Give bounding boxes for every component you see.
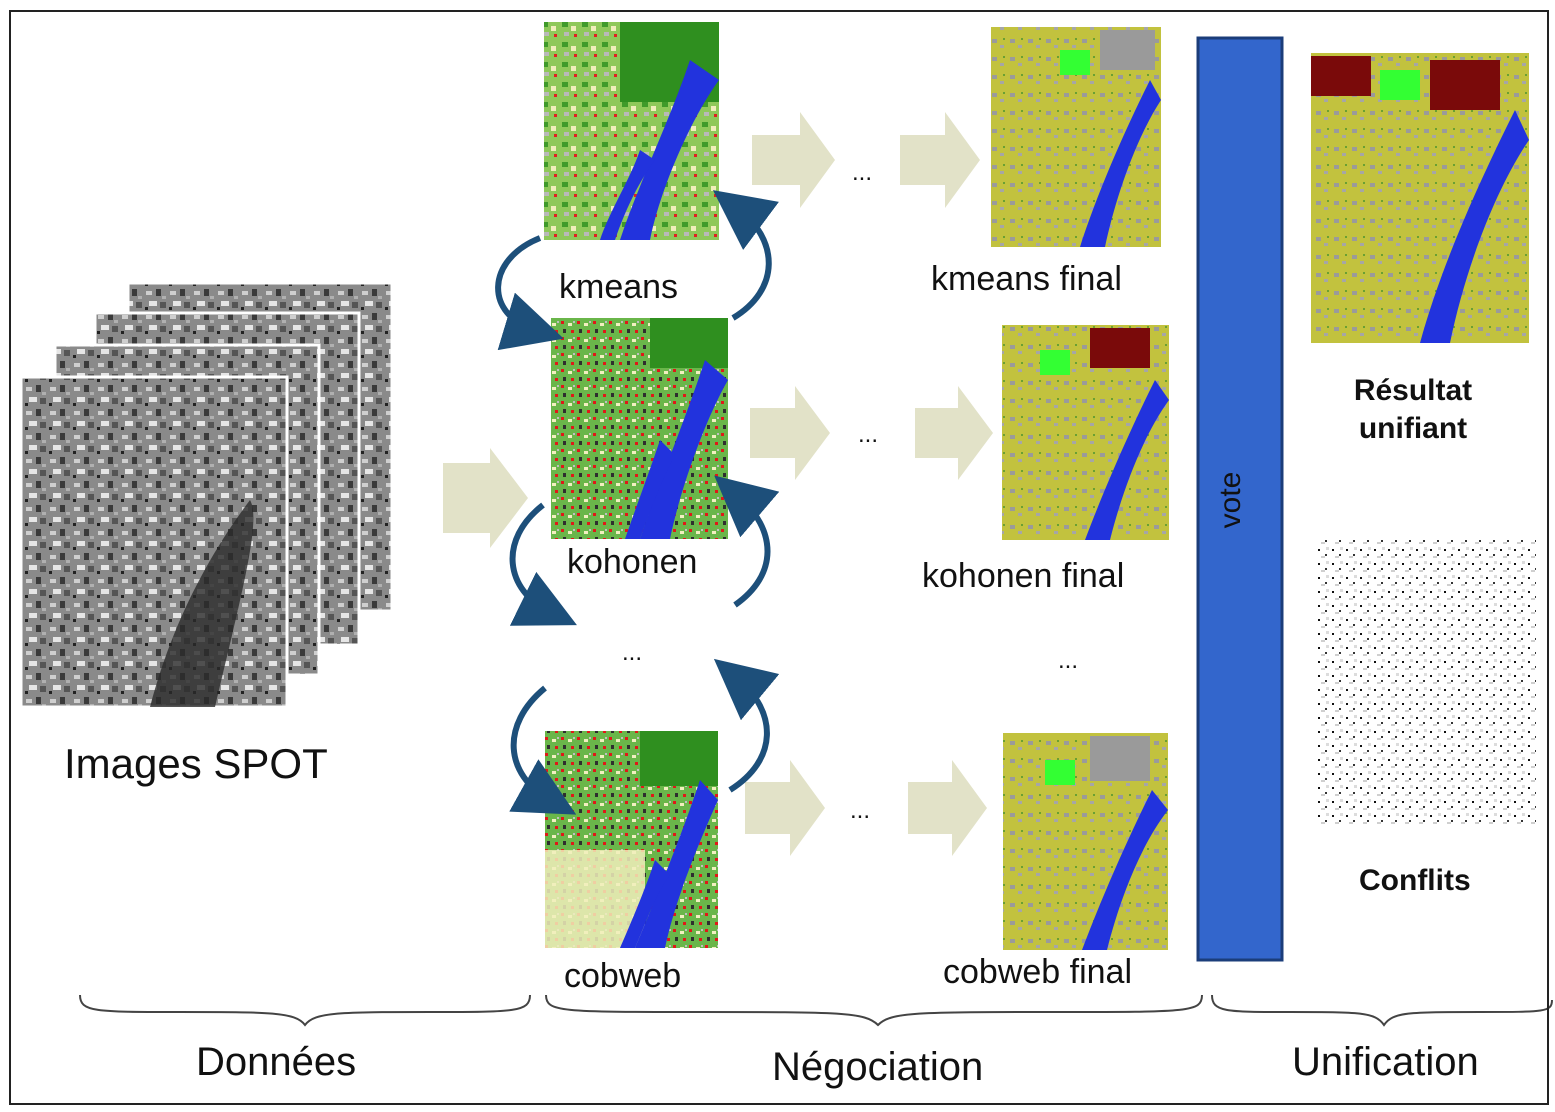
section-label-unification: Unification: [1292, 1040, 1479, 1084]
flow-arrows: [745, 112, 993, 856]
flow-arrow: [915, 386, 993, 480]
flow-arrow: [908, 760, 987, 856]
flow-arrow: [750, 386, 830, 480]
section-label-negociation: Négociation: [772, 1045, 984, 1089]
ellipsis-middle-methods: ...: [622, 639, 642, 666]
curved-arrow: [713, 658, 780, 793]
method-label-cobweb: cobweb: [564, 957, 682, 995]
unified-result-map: [1311, 53, 1529, 343]
cobweb-final-map: [1003, 733, 1168, 950]
flow-arrow: [900, 112, 980, 208]
spot-river-shape: [150, 500, 254, 707]
kohonen-map: [551, 318, 728, 539]
cobweb-map: [545, 731, 718, 948]
spot-image-stack: [19, 281, 394, 709]
final-label-cobweb: cobweb final: [943, 953, 1133, 991]
vote-bar: [1196, 36, 1284, 962]
ellipsis-middle-finals: ...: [1058, 647, 1078, 674]
flow-arrow: [752, 112, 835, 208]
conflicts-label: Conflits: [1359, 864, 1471, 897]
flow-arrow: [745, 760, 825, 856]
result-label: Résultat unifiant: [1353, 374, 1473, 445]
input-arrow: [443, 448, 528, 548]
curved-arrow: [509, 685, 577, 815]
final-label-kmeans: kmeans final: [931, 260, 1122, 298]
negotiation-curved-arrows: [495, 190, 780, 815]
vote-label: vote: [1214, 472, 1247, 529]
curved-arrow: [495, 235, 564, 351]
brace-negociation: [545, 994, 1203, 1027]
final-label-kohonen: kohonen final: [922, 557, 1125, 595]
method-label-kmeans: kmeans: [559, 268, 679, 306]
kohonen-final-map: [1002, 325, 1169, 540]
section-label-donnees: Données: [196, 1040, 357, 1084]
kmeans-map: [544, 22, 719, 240]
ellipsis-kohonen-row: ...: [858, 421, 878, 448]
spot-images-title: Images SPOT: [64, 740, 328, 787]
curved-arrow: [509, 502, 577, 626]
conflicts-map: [1318, 538, 1536, 826]
brace-unification: [1211, 994, 1553, 1027]
brace-donnees: [79, 994, 531, 1027]
section-braces: [79, 994, 1553, 1027]
kmeans-final-map: [991, 27, 1161, 247]
curved-arrow: [714, 475, 780, 608]
method-label-kohonen: kohonen: [567, 543, 698, 581]
curved-arrow: [712, 190, 779, 321]
ellipsis-kmeans-row: ...: [852, 159, 872, 186]
ellipsis-cobweb-row: ...: [850, 797, 870, 824]
